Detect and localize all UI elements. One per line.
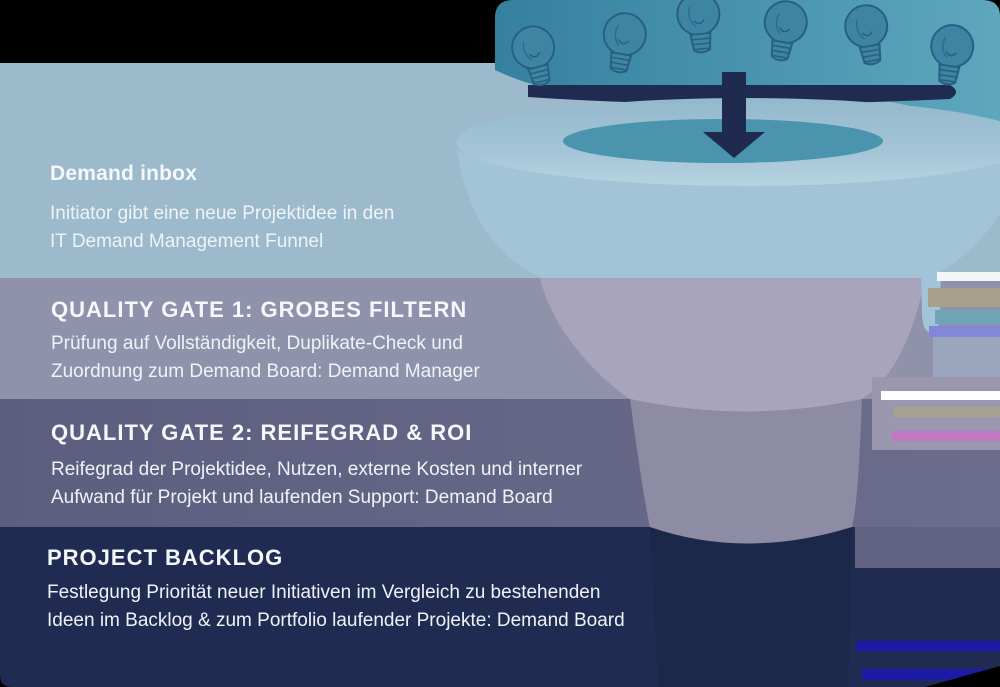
edge-bar-teal	[935, 310, 1000, 324]
glitch-streak	[862, 669, 1000, 680]
stage-title-quality-gate-1: QUALITY GATE 1: GROBES FILTERN	[51, 297, 468, 322]
edge-bar-white	[937, 272, 1000, 281]
funnel-stem	[650, 527, 852, 687]
stage-body-line: Reifegrad der Projektidee, Nutzen, exter…	[51, 459, 583, 480]
stage-body-line: Ideen im Backlog & zum Portfolio laufend…	[47, 610, 625, 631]
stage-body-project-backlog: Festlegung Priorität neuer Initiativen i…	[47, 579, 625, 635]
edge-fragment	[933, 337, 1000, 377]
stage-body-quality-gate-2: Reifegrad der Projektidee, Nutzen, exter…	[51, 456, 582, 512]
edge-bar-olive	[928, 288, 1000, 307]
stage-body-quality-gate-1: Prüfung auf Vollständigkeit, Duplikate-C…	[51, 330, 480, 386]
corner-cut	[925, 666, 1000, 687]
edge-card-bar-pink	[892, 431, 1000, 441]
funnel-segment-mid	[540, 278, 925, 412]
edge-card-bar-olive	[894, 407, 1000, 417]
stage-body-demand-inbox: Initiator gibt eine neue Projektidee in …	[50, 200, 394, 256]
stage-body-line: Zuordnung zum Demand Board: Demand Manag…	[51, 361, 480, 382]
funnel-segment-low	[630, 399, 862, 544]
stage-body-line: Initiator gibt eine neue Projektidee in …	[50, 203, 395, 224]
glitch-streak	[856, 641, 1000, 651]
down-arrow-icon	[703, 72, 765, 158]
edge-bar-blue	[929, 326, 1000, 337]
stage-body-line: Prüfung auf Vollständigkeit, Duplikate-C…	[51, 333, 463, 354]
stage-body-line: Festlegung Priorität neuer Initiativen i…	[47, 582, 601, 603]
stage-title-project-backlog: PROJECT BACKLOG	[47, 545, 284, 570]
stage-body-line: IT Demand Management Funnel	[50, 231, 324, 252]
stage-title-quality-gate-2: QUALITY GATE 2: REIFEGRAD & ROI	[51, 420, 473, 445]
stage-body-line: Aufwand für Projekt und laufenden Suppor…	[51, 487, 553, 508]
edge-card-bar-white	[881, 391, 1000, 400]
band-right-offset	[855, 527, 1000, 568]
stage-title-demand-inbox: Demand inbox	[50, 162, 198, 185]
